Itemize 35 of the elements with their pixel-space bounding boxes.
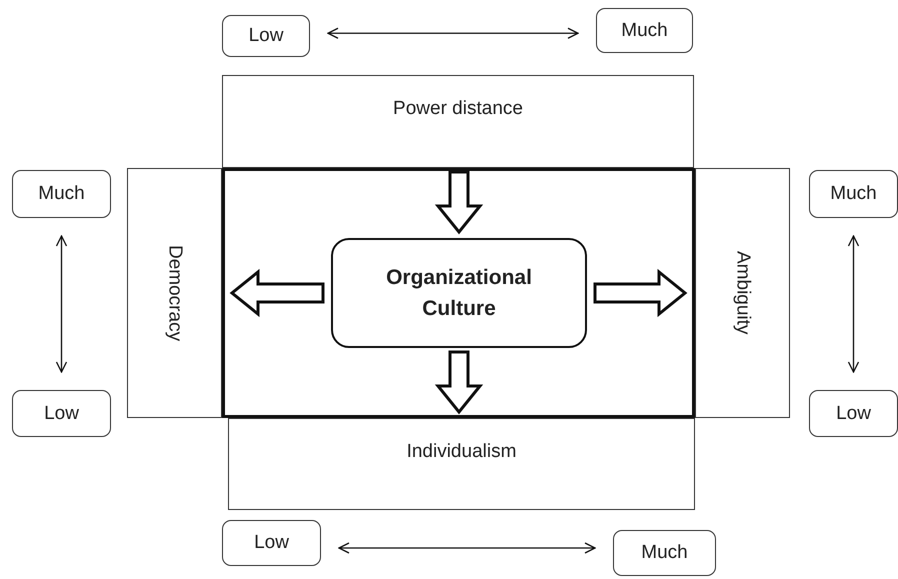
- double-arrow: [848, 235, 860, 373]
- dimension-band: [127, 168, 222, 418]
- block-arrow: [434, 350, 484, 414]
- block-arrow: [230, 268, 324, 318]
- level-box: [809, 170, 898, 218]
- block-arrow: [594, 268, 688, 318]
- node-label: Individualism: [406, 441, 516, 463]
- level-box: [809, 390, 898, 437]
- level-box: [12, 170, 111, 218]
- node-label: Much: [621, 20, 668, 42]
- node-label: Low: [836, 402, 871, 424]
- node-label: Low: [254, 532, 289, 554]
- frame-box: [222, 168, 695, 418]
- dimension-band: [695, 168, 790, 418]
- dimension-band: [222, 75, 694, 168]
- double-arrow: [327, 28, 579, 39]
- level-box: [222, 15, 310, 57]
- dimension-band: [228, 418, 695, 510]
- node-label: Ambiguity: [732, 251, 754, 335]
- node-label: Much: [38, 183, 85, 205]
- level-box: [613, 530, 716, 576]
- level-box: [222, 520, 321, 566]
- node-label: Low: [44, 402, 79, 424]
- title-text: Organizational Culture: [385, 264, 533, 322]
- node-label: Much: [641, 542, 688, 564]
- node-label: Much: [830, 183, 877, 205]
- node-label: Low: [248, 25, 284, 47]
- double-arrow: [338, 542, 596, 554]
- node-label: Power distance: [393, 98, 523, 120]
- block-arrow: [434, 170, 484, 234]
- core-box: [331, 238, 587, 348]
- double-arrow: [56, 235, 68, 373]
- level-box: [12, 390, 111, 437]
- node-label: Democracy: [164, 244, 186, 342]
- level-box: [596, 8, 693, 53]
